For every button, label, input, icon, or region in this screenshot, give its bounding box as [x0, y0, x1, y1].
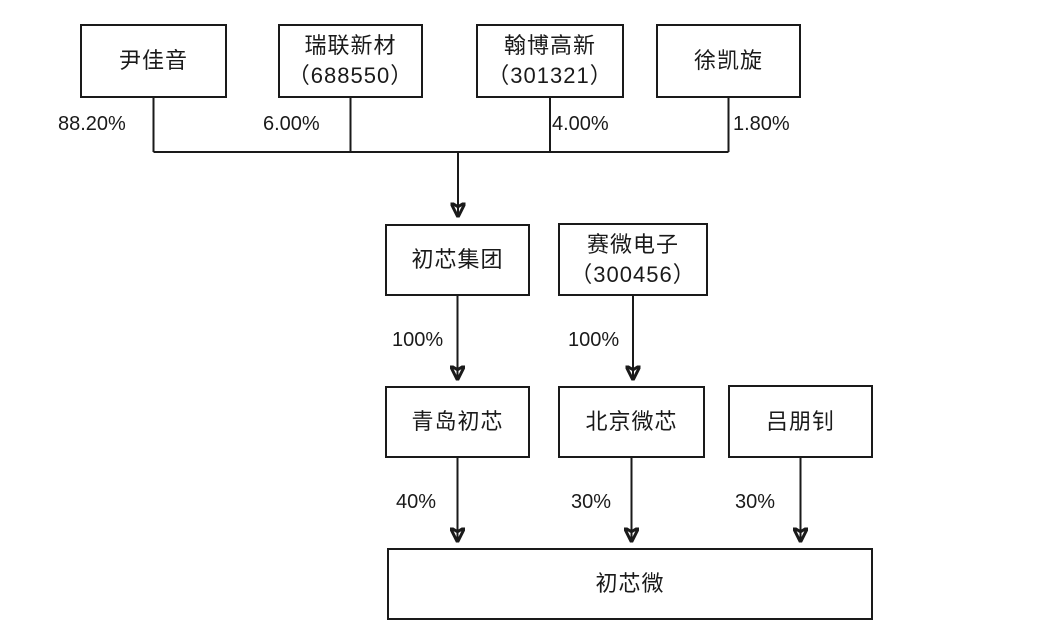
node-label: 初芯集团: [411, 247, 504, 272]
node-saiwei-dianzi: 赛微电子 （300456）: [558, 223, 708, 296]
node-label: 青岛初芯: [411, 409, 504, 434]
node-label: 尹佳音: [118, 48, 188, 73]
edge-label-xu-kaixuan-pct: 1.80%: [733, 113, 790, 135]
node-qingdao-chuxin: 青岛初芯: [385, 386, 530, 458]
node-label: 赛微电子: [586, 231, 679, 257]
edge-label-chuxin-jituan-pct: 100%: [392, 329, 444, 351]
node-label: 初芯微: [595, 571, 665, 596]
edge-label-beijing-pct: 30%: [571, 491, 612, 513]
node-chuxin-jituan: 初芯集团: [385, 224, 530, 296]
node-xu-kaixuan: 徐凯旋: [656, 24, 801, 98]
edge-label-lyu-pct: 30%: [735, 491, 776, 513]
edge-label-ruilian-pct: 6.00%: [263, 113, 320, 135]
edge-label-qingdao-pct: 40%: [396, 491, 437, 513]
edge-label-yin-jiayin-pct: 88.20%: [58, 113, 126, 135]
node-ruilian-xincai: 瑞联新材 （688550）: [278, 24, 423, 98]
node-label: 翰博高新: [503, 33, 596, 58]
node-label: 徐凯旋: [693, 48, 763, 73]
edge-label-hanbo-pct: 4.00%: [552, 113, 609, 135]
node-label: 瑞联新材: [304, 33, 397, 58]
node-chuxinwei: 初芯微: [387, 548, 873, 620]
node-stock-code: （300456）: [570, 261, 696, 287]
node-stock-code: （688550）: [287, 63, 414, 88]
node-beijing-weixin: 北京微芯: [558, 386, 705, 458]
node-lyu-pengzhao: 吕朋钊: [728, 385, 873, 458]
node-hanbo-gaoxin: 翰博高新 （301321）: [476, 24, 624, 98]
node-label: 吕朋钊: [765, 408, 835, 434]
node-label: 北京微芯: [585, 409, 678, 434]
node-yin-jiayin: 尹佳音: [80, 24, 227, 98]
node-stock-code: （301321）: [487, 63, 613, 88]
edge-label-saiwei-pct: 100%: [568, 329, 620, 351]
